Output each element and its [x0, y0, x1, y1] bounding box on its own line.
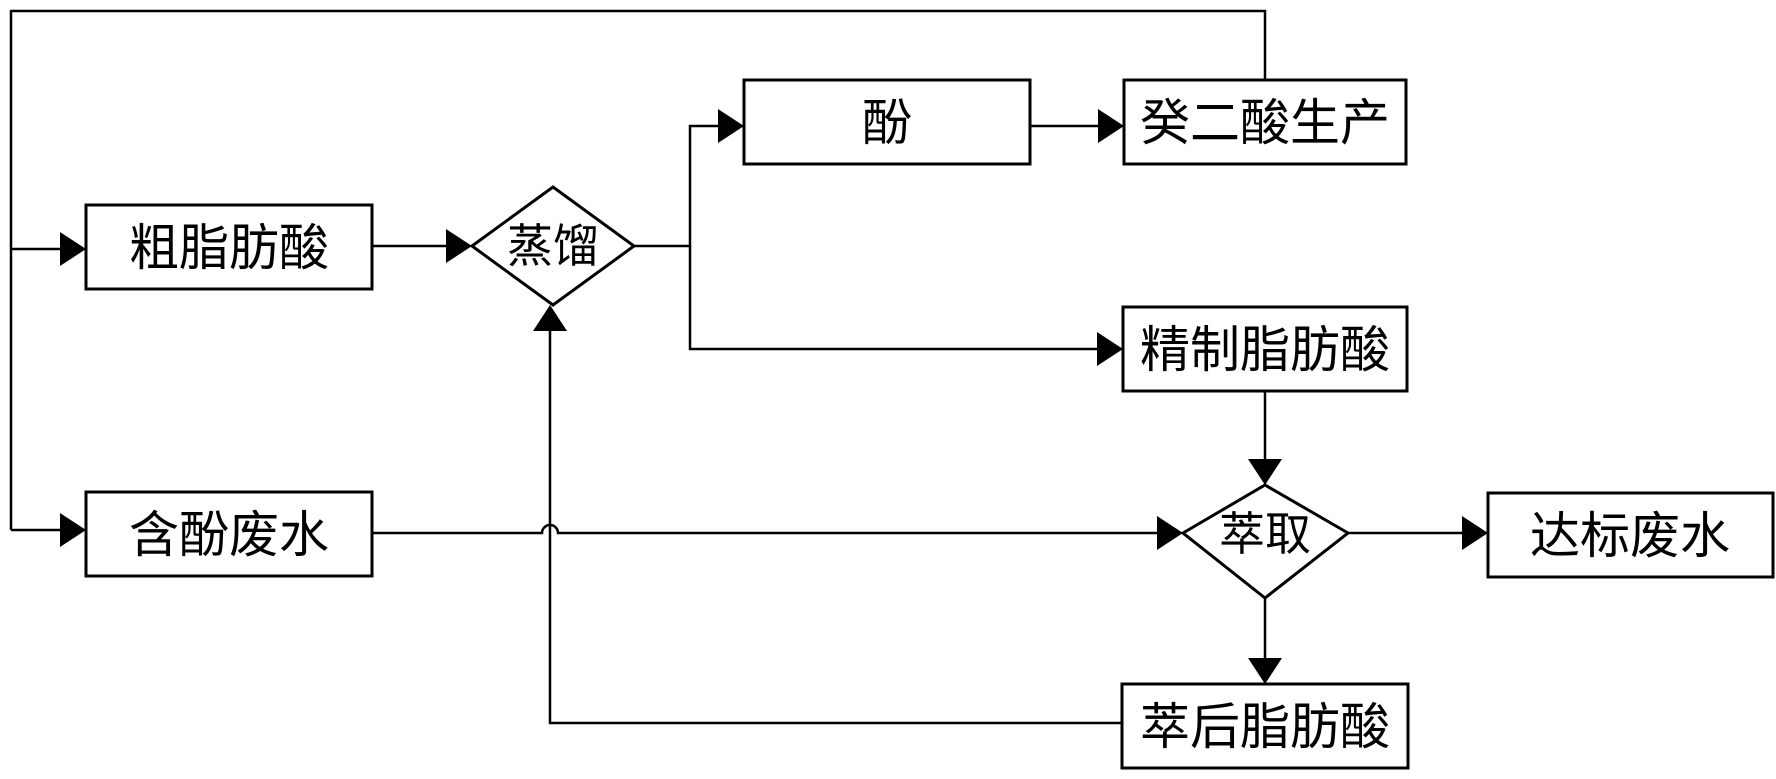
node-post-extraction-fatty-acid: 萃后脂肪酸 — [1120, 682, 1410, 770]
arrow-to-phenol-wastewater — [60, 513, 86, 547]
connectors — [9, 9, 1488, 725]
node-label-compliant-wastewater: 达标废水 — [1530, 507, 1730, 565]
node-label-phenol: 酚 — [862, 94, 912, 152]
node-phenol: 酚 — [742, 78, 1032, 166]
arrow-to-post-extraction-fatty-acid — [1248, 658, 1282, 684]
arrow-to-compliant-wastewater — [1462, 516, 1488, 550]
node-label-sebacic-acid-production: 癸二酸生产 — [1140, 94, 1390, 152]
edge-sebacic-to-left-spine — [9, 9, 1267, 530]
edge-distillation-to-phenol — [634, 124, 718, 248]
node-label-refined-fatty-acid: 精制脂肪酸 — [1140, 321, 1390, 379]
arrow-to-sebacic-acid-production — [1098, 109, 1124, 143]
node-crude-fatty-acid: 粗脂肪酸 — [84, 203, 374, 291]
edge-post-to-distillation — [548, 331, 1122, 725]
node-label-extraction: 萃取 — [1219, 507, 1311, 561]
arrow-to-crude-fatty-acid — [60, 232, 86, 266]
arrow-to-refined-fatty-acid — [1097, 332, 1123, 366]
arrow-to-extraction-top — [1248, 459, 1282, 485]
arrow-to-distillation — [446, 229, 472, 263]
node-sebacic-acid-production: 癸二酸生产 — [1122, 78, 1408, 166]
node-refined-fatty-acid: 精制脂肪酸 — [1121, 305, 1409, 393]
node-phenol-wastewater: 含酚废水 — [84, 490, 374, 578]
node-label-phenol-wastewater: 含酚废水 — [129, 506, 329, 564]
edge-distillation-to-refined — [688, 246, 1097, 351]
arrow-to-extraction-left — [1157, 516, 1183, 550]
node-label-crude-fatty-acid: 粗脂肪酸 — [129, 219, 329, 277]
node-label-distillation: 蒸馏 — [507, 219, 599, 273]
node-compliant-wastewater: 达标废水 — [1486, 491, 1775, 579]
node-extraction: 萃取 — [1180, 483, 1351, 600]
node-distillation: 蒸馏 — [469, 185, 637, 307]
arrow-to-distillation-bottom — [533, 305, 567, 331]
node-label-post-extraction-fatty-acid: 萃后脂肪酸 — [1140, 698, 1390, 756]
edge-phenol-wastewater-to-extraction — [372, 523, 1157, 535]
arrow-to-phenol — [718, 109, 744, 143]
